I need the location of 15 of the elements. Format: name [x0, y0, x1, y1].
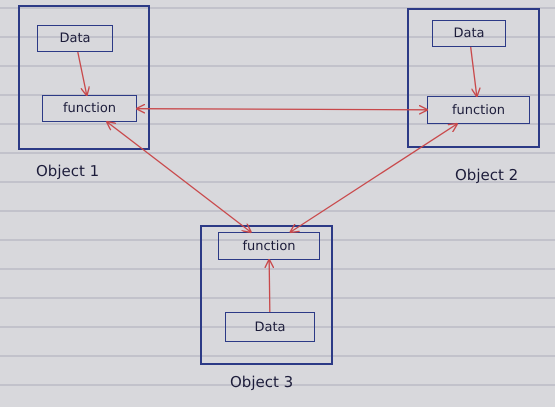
- arrow: [289, 122, 458, 234]
- label-box: Data: [432, 20, 506, 47]
- label-box: function: [42, 95, 137, 122]
- arrow: [106, 120, 252, 234]
- label-box: function: [427, 96, 530, 124]
- arrow: [77, 52, 90, 97]
- label-box: Data: [225, 312, 315, 342]
- object-label: Object 3: [230, 373, 294, 391]
- arrow: [470, 46, 481, 98]
- arrow: [135, 103, 429, 115]
- label-box: Data: [37, 25, 113, 52]
- object-label: Object 1: [36, 162, 100, 180]
- arrow: [264, 258, 274, 312]
- label-box: function: [218, 232, 320, 260]
- object-label: Object 2: [455, 166, 518, 184]
